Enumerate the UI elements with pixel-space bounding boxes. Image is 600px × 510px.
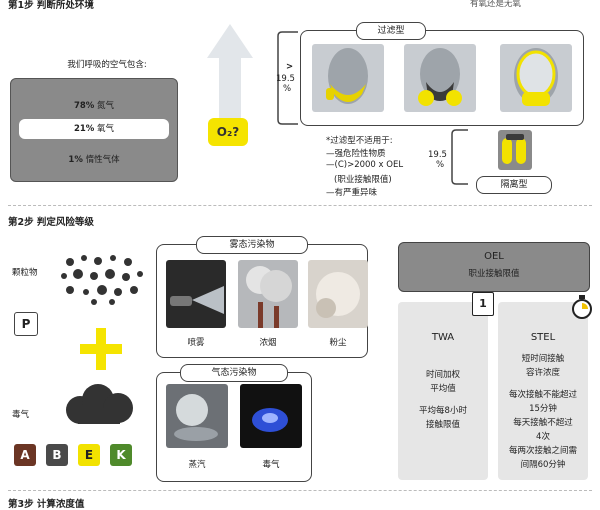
particles-dots-icon [61, 255, 143, 305]
filter-not-item-4: —有严重异味 [326, 188, 378, 198]
particle-code-badge: P [14, 312, 38, 336]
stel-line-3: 每次接触不能超过 [508, 390, 577, 400]
step1-title: 第1步 判断所处环境 [8, 0, 94, 11]
filter-threshold-value: 19.5 [276, 74, 295, 84]
stel-line-8: 间隔60分钟 [520, 460, 566, 470]
isolation-type-label: 隔离型 [476, 176, 552, 194]
filter-not-item-2: —(C)>2000 x OEL [326, 160, 404, 170]
particles-label: 颗粒物 [12, 268, 38, 278]
filter-threshold-sign: > [286, 62, 294, 72]
stel-title: STEL [530, 332, 556, 343]
half-mask-photo [312, 44, 384, 112]
stel-panel: STEL 短时间接触 容许浓度 每次接触不能超过 15分钟 每天接触不超过 4次… [498, 302, 588, 480]
divider-1 [8, 205, 592, 206]
twa-panel: TWA 时间加权 平均值 平均每8小时 接触限值 [398, 302, 488, 480]
stel-line-7: 每两次接触之间需 [508, 446, 577, 456]
filter-not-item-1: —强危险性物质 [326, 149, 386, 159]
breathing-apparatus-photo [498, 130, 532, 170]
twin-filter-mask-photo [404, 44, 476, 112]
calendar-icon: 1 [472, 292, 494, 316]
step2-title: 第2步 判定风险等级 [8, 217, 94, 228]
stopwatch-icon [572, 295, 592, 319]
filter-threshold-unit: % [283, 84, 292, 94]
filter-not-applicable-title: *过滤型不适用于: [326, 136, 393, 146]
twa-title: TWA [431, 332, 455, 343]
isolation-threshold-unit: % [436, 160, 445, 170]
isolation-bracket [451, 129, 468, 185]
gas-code-b: B [46, 444, 68, 466]
toxic-gas-photo [240, 384, 302, 448]
step1-right-text: 有氧还是无氧 [470, 0, 522, 9]
stel-line-2: 容许浓度 [525, 368, 560, 378]
smoke-photo [238, 260, 298, 328]
isolation-threshold-value: 19.5 [428, 150, 447, 160]
vapour-photo [166, 384, 228, 448]
full-face-mask-photo [500, 44, 572, 112]
twa-line-3: 平均每8小时 [419, 406, 467, 416]
plus-icon [80, 328, 122, 370]
oel-panel: OEL 职业接触限值 [398, 242, 590, 292]
spray-photo [166, 260, 226, 328]
twa-line-1: 时间加权 [425, 370, 460, 380]
gas-code-a: A [14, 444, 36, 466]
filter-type-label: 过滤型 [356, 22, 426, 40]
divider-2 [8, 490, 592, 491]
spray-caption: 喷雾 [187, 338, 205, 348]
air-row-inert: 1% 惰性气体 [68, 155, 120, 165]
smoke-caption: 浓烟 [259, 338, 277, 348]
filter-not-item-3: (职业接触限值) [334, 175, 392, 185]
air-heading: 我们呼吸的空气包含: [67, 60, 147, 70]
oel-title: OEL [484, 251, 504, 262]
air-row-oxygen: 21% 氧气 [19, 119, 169, 139]
dust-photo [308, 260, 368, 328]
up-arrow-icon [207, 24, 253, 140]
gas-cloud-icon [66, 384, 133, 424]
step3-title: 第3步 计算浓度值 [8, 499, 85, 510]
twa-line-4: 接触限值 [425, 420, 460, 430]
gas-code-e: E [78, 444, 100, 466]
oxygen-question-badge: O₂? [208, 118, 248, 146]
air-row-nitrogen: 78% 氮气 [73, 101, 115, 111]
oel-subtitle: 职业接触限值 [468, 269, 520, 279]
stel-line-4: 15分钟 [529, 404, 557, 414]
stel-line-6: 4次 [536, 432, 550, 442]
filter-type-box [300, 30, 584, 126]
aerosol-title: 雾态污染物 [196, 236, 308, 254]
vapour-caption: 蒸汽 [188, 460, 206, 470]
filter-bracket [277, 31, 298, 125]
air-composition-panel: 78% 氮气 21% 氧气 1% 惰性气体 [10, 78, 178, 182]
gas-code-k: K [110, 444, 132, 466]
gas-label: 毒气 [12, 410, 30, 420]
stel-line-5: 每天接触不超过 [513, 418, 573, 428]
gaseous-title: 气态污染物 [180, 364, 288, 382]
dust-caption: 粉尘 [329, 338, 347, 348]
twa-line-2: 平均值 [430, 384, 456, 394]
toxic-gas-caption: 毒气 [262, 460, 280, 470]
stel-line-1: 短时间接触 [521, 354, 565, 364]
